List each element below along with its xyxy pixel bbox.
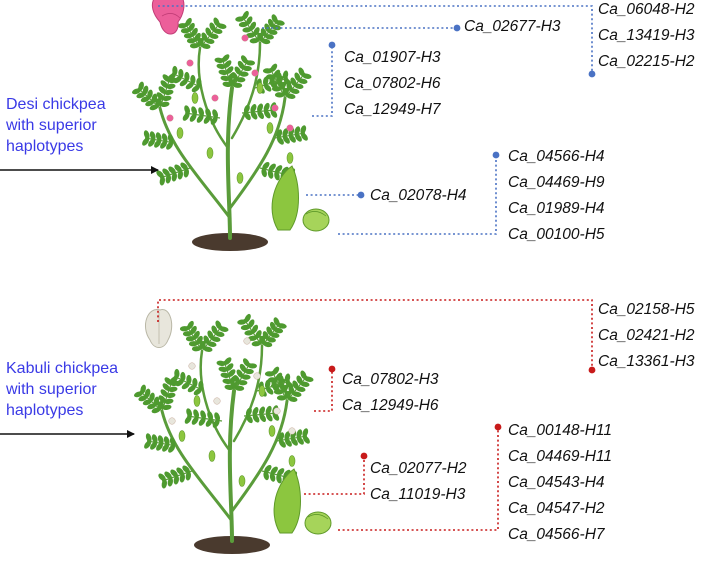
desi-title-line-2: with superior [6,117,97,134]
desi-haplotype-label: Ca_01989-H4 [508,200,605,217]
desi-soil [192,233,268,251]
kabuli-haplotype-label: Ca_13361-H3 [598,353,695,370]
desi-pod [271,165,330,232]
desi-haplotype-label: Ca_12949-H7 [344,101,441,118]
kabuli-plant-illustration [134,309,332,554]
kabuli-haplotype-label: Ca_02421-H2 [598,327,695,344]
kabuli-haplotype-label: Ca_00148-H11 [508,422,612,439]
desi-connector-dot [588,70,596,78]
kabuli-connector-dot [360,452,368,460]
desi-haplotype-label: Ca_00100-H5 [508,226,605,243]
desi-connector-dot [357,191,365,199]
desi-leaves [132,10,312,186]
kabuli-haplotype-label: Ca_11019-H3 [370,486,466,503]
kabuli-connector-dot [494,423,502,431]
kabuli-haplotype-label: Ca_04469-H11 [508,448,612,465]
desi-haplotype-label: Ca_02677-H3 [464,18,561,35]
desi-large-flower [151,0,185,35]
kabuli-pod [273,468,332,535]
desi-flowers [166,34,294,132]
kabuli-haplotype-label: Ca_07802-H3 [342,371,439,388]
desi-haplotype-label: Ca_04566-H4 [508,148,605,165]
desi-title-line-1: Desi chickpea [6,96,106,113]
kabuli-haplotype-label: Ca_02158-H5 [598,301,695,318]
kabuli-flowers [168,337,296,435]
desi-connector-dot [492,151,500,159]
desi-haplotype-label: Ca_13419-H3 [598,27,695,44]
desi-haplotype-label: Ca_04469-H9 [508,174,605,191]
desi-haplotype-label: Ca_01907-H3 [344,49,441,66]
desi-haplotype-label: Ca_06048-H2 [598,1,695,18]
kabuli-connector [338,428,499,531]
kabuli-small-pods [178,385,296,487]
kabuli-title: Kabuli chickpea with superior haplotypes [6,358,118,421]
desi-stems [158,41,287,240]
kabuli-haplotype-label: Ca_02077-H2 [370,460,467,477]
kabuli-connector [304,458,365,495]
kabuli-connector-dot [588,366,596,374]
kabuli-haplotype-label: Ca_12949-H6 [342,397,439,414]
desi-connector-dot [328,41,336,49]
kabuli-soil [194,536,270,554]
kabuli-stems [160,344,289,543]
kabuli-title-line-1: Kabuli chickpea [6,360,119,377]
desi-connector [158,5,593,73]
kabuli-haplotype-label: Ca_04543-H4 [508,474,605,491]
desi-title: Desi chickpea with superior haplotypes [6,94,106,157]
kabuli-haplotype-label: Ca_04547-H2 [508,500,605,517]
desi-plant-illustration [132,0,330,251]
desi-connector [338,156,497,235]
kabuli-large-flower [145,309,173,348]
kabuli-connector [314,370,333,412]
desi-haplotype-label: Ca_02078-H4 [370,187,467,204]
desi-small-pods [176,82,294,184]
desi-haplotype-label: Ca_07802-H6 [344,75,441,92]
kabuli-title-line-2: with superior [6,381,97,398]
desi-title-line-3: haplotypes [6,138,84,155]
desi-connector-dot [453,24,461,32]
kabuli-connector [157,299,593,368]
kabuli-haplotype-label: Ca_04566-H7 [508,526,605,543]
kabuli-connector-dot [328,365,336,373]
desi-connector [312,46,333,117]
kabuli-title-line-3: haplotypes [6,402,84,419]
desi-haplotype-label: Ca_02215-H2 [598,53,695,70]
